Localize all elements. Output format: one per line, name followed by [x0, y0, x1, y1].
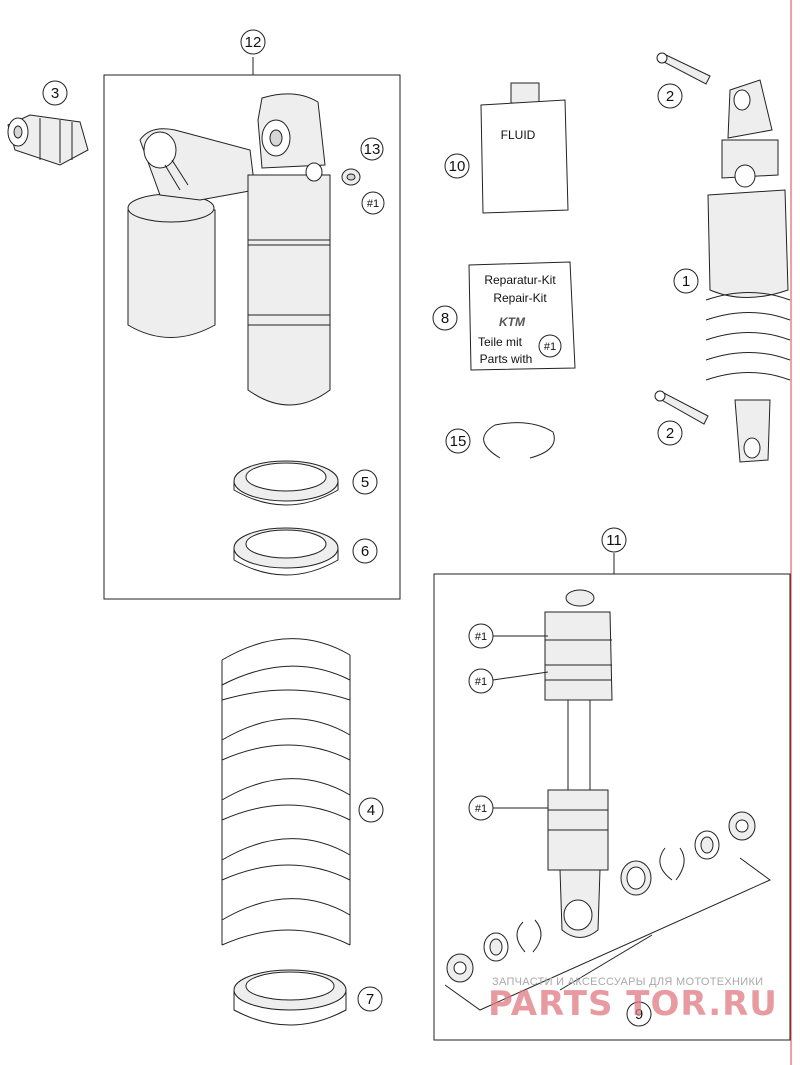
ref-13: #1 [367, 198, 379, 210]
callout-11: 11 [606, 532, 622, 549]
repair-kit-line2: Repair-Kit [493, 291, 547, 305]
repair-kit-line1: Reparatur-Kit [484, 273, 556, 287]
bolt-2-top: 2 [656, 52, 711, 109]
callout-13: 13 [364, 141, 381, 158]
watermark-tagline: ЗАПЧАСТИ И АКСЕССУАРЫ ДЛЯ МОТОТЕХНИКИ [492, 976, 763, 988]
bolt-2-bottom: 2 [654, 390, 709, 446]
group-box-11: 11 [433, 527, 791, 1041]
callout-2-bottom: 2 [666, 425, 674, 442]
group-box-12: 12 [103, 29, 401, 600]
watermark: ЗАПЧАСТИ И АКСЕССУАРЫ ДЛЯ МОТОТЕХНИКИ PA… [488, 976, 778, 1024]
circlip-15: 15 [445, 422, 555, 459]
ref-group-11: #1 #1 #1 [468, 623, 549, 821]
adjuster-3: 3 [7, 80, 89, 166]
repair-kit-8: Reparatur-Kit Repair-Kit KTM Teile mit P… [432, 261, 576, 371]
callout-4: 4 [367, 802, 375, 819]
valve-cap-13: 13 #1 [341, 137, 385, 215]
callout-3: 3 [51, 85, 59, 102]
ref-11a: #1 [475, 631, 487, 643]
callout-12: 12 [245, 34, 262, 51]
callout-6: 6 [361, 543, 369, 560]
ref-11c: #1 [475, 803, 487, 815]
ref-8: #1 [544, 341, 556, 353]
callout-5: 5 [361, 474, 369, 491]
shock-body-assembly [127, 93, 331, 406]
ref-11b: #1 [475, 676, 487, 688]
spring-seat-7: 7 [233, 969, 383, 1026]
ring-nut-6: 6 [233, 527, 378, 576]
piston-rod-assembly-11 [544, 589, 613, 938]
ring-nut-5: 5 [233, 460, 378, 506]
callout-7: 7 [366, 991, 374, 1008]
repair-kit-line3: Teile mit [478, 335, 523, 349]
shock-absorber-1: 1 [673, 79, 791, 463]
callout-15: 15 [450, 433, 467, 450]
ktm-logo: KTM [499, 315, 526, 329]
callout-8: 8 [441, 310, 449, 327]
callout-9: 9 [635, 1006, 643, 1023]
callout-10: 10 [449, 158, 466, 175]
bearing-seal-set-9: 9 [444, 811, 771, 1027]
spring-4: 4 [221, 638, 384, 946]
callout-1: 1 [682, 273, 690, 290]
watermark-brand: PARTS TOR.RU [488, 984, 778, 1024]
callout-2-top: 2 [666, 88, 674, 105]
fluid-bottle-10: FLUID 10 [444, 82, 569, 214]
fluid-label: FLUID [501, 128, 536, 142]
repair-kit-line4: Parts with [480, 352, 533, 366]
